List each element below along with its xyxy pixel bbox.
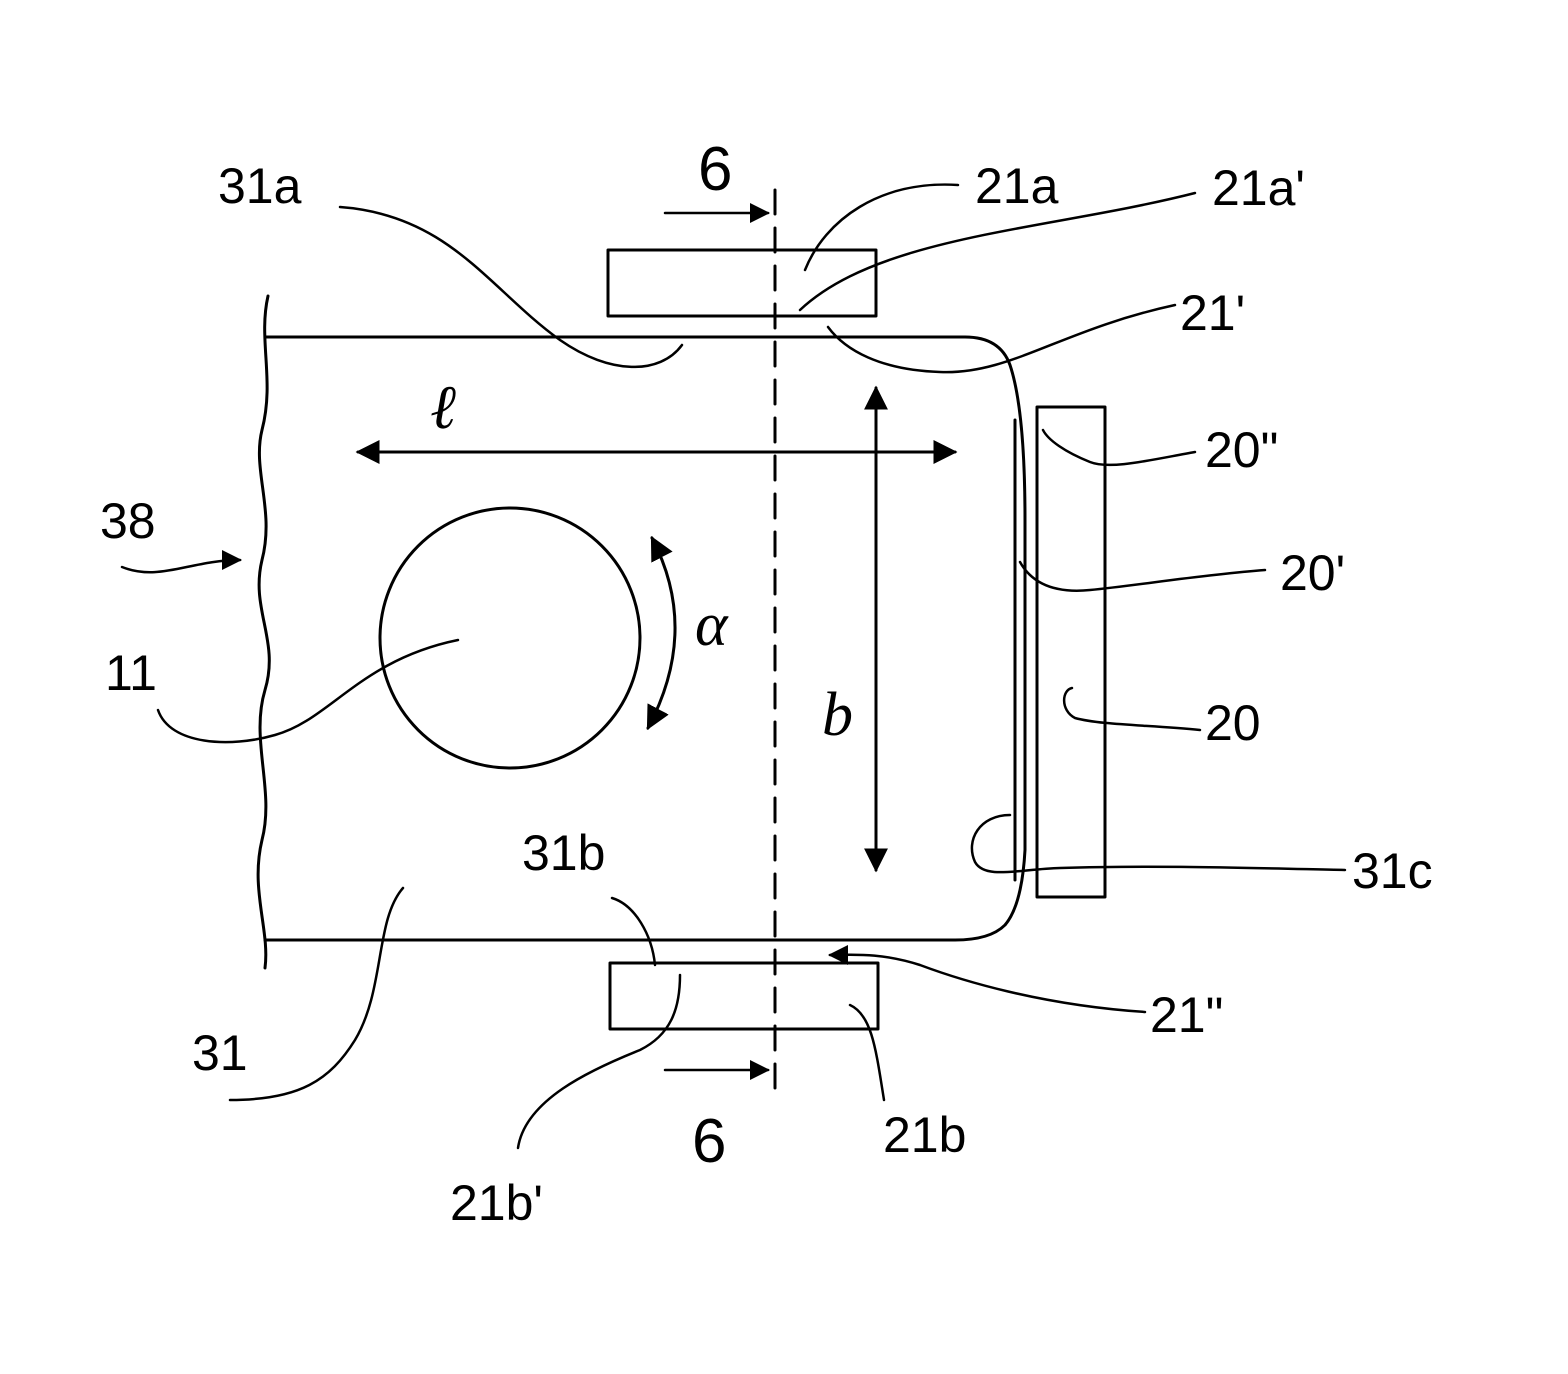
label-11: 11 (105, 645, 157, 701)
rotation-arrow-alpha (648, 538, 675, 728)
circle-11 (380, 508, 640, 768)
label-6-bottom: 6 (692, 1107, 726, 1176)
label-38: 38 (100, 493, 156, 549)
label-31a: 31a (218, 158, 302, 214)
label-21-prime: 21' (1180, 285, 1245, 341)
block-20 (1037, 407, 1105, 897)
label-21a: 21a (975, 158, 1059, 214)
label-20: 20 (1205, 695, 1261, 751)
body-31 (258, 296, 1025, 968)
label-21b: 21b (883, 1107, 966, 1163)
label-6-top: 6 (698, 135, 732, 204)
label-21a-prime: 21a' (1212, 160, 1305, 216)
label-31b: 31b (522, 825, 605, 881)
label-31c: 31c (1352, 843, 1433, 899)
label-alpha: α (695, 591, 729, 659)
label-20-prime: 20' (1280, 545, 1345, 601)
label-ell: ℓ (430, 374, 456, 442)
block-21b (610, 963, 878, 1029)
label-31: 31 (192, 1025, 248, 1081)
label-21-double-prime: 21" (1150, 987, 1223, 1043)
label-b: b (822, 681, 853, 749)
label-20-double-prime: 20" (1205, 422, 1278, 478)
label-21b-prime: 21b' (450, 1175, 543, 1231)
